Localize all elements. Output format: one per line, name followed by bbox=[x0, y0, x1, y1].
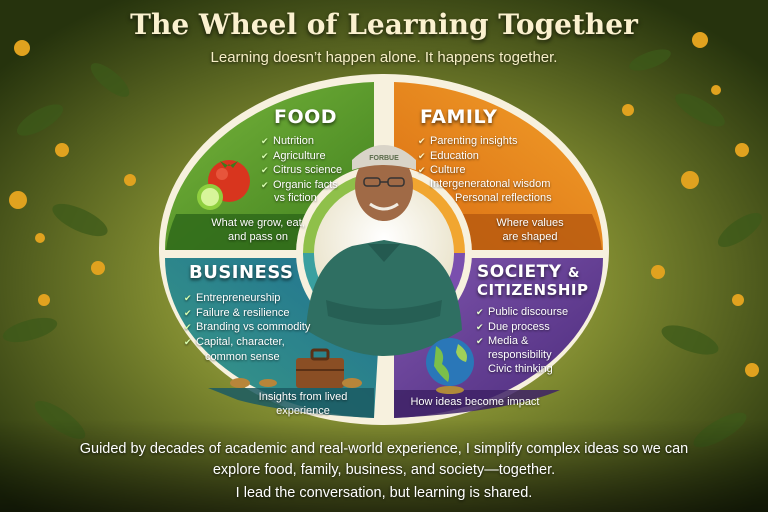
society-item: ✔ Due process bbox=[476, 320, 568, 335]
check-icon: ✔ bbox=[184, 307, 192, 318]
check-icon: ✔ bbox=[261, 136, 269, 146]
family-item: ✔ Education bbox=[418, 149, 517, 164]
footer-line-2: explore food, family, business, and soci… bbox=[212, 462, 556, 478]
society-item-label: Media & bbox=[488, 335, 529, 347]
society-ampersand: & bbox=[567, 266, 580, 281]
check-icon: ✔ bbox=[184, 322, 192, 332]
family-item-intergenerational: Intergeneratonal wisdom bbox=[430, 178, 551, 190]
cap-logo-text: FORBUE bbox=[369, 155, 399, 162]
briefcase-icon bbox=[296, 348, 344, 388]
society-item-civic: Civic thinking bbox=[488, 363, 553, 375]
family-list: ✔ Parenting insights ✔ Education ✔ Culture bbox=[418, 134, 517, 178]
family-item-label: Education bbox=[430, 149, 479, 162]
page-subtitle: Learning doesn’t happen alone. It happen… bbox=[210, 49, 558, 66]
check-icon: ✔ bbox=[184, 293, 192, 303]
society-list: ✔ Public discourse ✔ Due process ✔ Media & bbox=[476, 305, 568, 349]
family-item-personal: Personal reflections bbox=[455, 192, 552, 204]
food-item: ✔ Nutrition bbox=[261, 134, 342, 149]
check-icon: ✔ bbox=[261, 150, 269, 161]
check-icon: ✔ bbox=[476, 307, 484, 317]
business-item: ✔ Branding vs commodity bbox=[184, 320, 310, 335]
footer-line-3: I lead the conversation, but learning is… bbox=[235, 485, 533, 501]
family-item: ✔ Parenting insights bbox=[418, 134, 517, 149]
food-caption: What we grow, eat, and pass on bbox=[211, 217, 305, 243]
check-icon: ✔ bbox=[476, 321, 484, 332]
society-item-label: Due process bbox=[488, 320, 550, 333]
food-item-label: Citrus science bbox=[273, 164, 343, 176]
family-item-label: Culture bbox=[430, 164, 466, 176]
business-title: BUSINESS bbox=[189, 262, 294, 283]
business-item-label: Capital, character, bbox=[196, 335, 285, 348]
presenter-portrait: FORBUE bbox=[306, 145, 462, 356]
society-item: ✔ Media & bbox=[476, 334, 568, 349]
business-item-label: Failure & resilience bbox=[196, 306, 290, 319]
business-list: ✔ Entrepreneurship ✔ Failure & resilience ✔ B… bbox=[184, 291, 310, 349]
food-list: ✔ Nutrition ✔ Agriculture ✔ Citrus science ✔ Or… bbox=[261, 134, 342, 192]
check-icon: ✔ bbox=[418, 150, 426, 161]
check-icon: ✔ bbox=[476, 336, 484, 346]
family-item-label: Parenting insights bbox=[430, 135, 518, 147]
check-icon: ✔ bbox=[261, 179, 269, 190]
food-item-label: Organic facts bbox=[273, 178, 338, 191]
globe-icon bbox=[426, 338, 474, 394]
food-item-label: Agriculture bbox=[273, 149, 326, 162]
society-item-responsibility: responsibility bbox=[488, 349, 552, 361]
society-caption: How ideas become impact bbox=[410, 396, 540, 408]
lime-icon bbox=[197, 184, 223, 210]
food-item-label: Nutrition bbox=[273, 135, 314, 147]
society-item: ✔ Public discourse bbox=[476, 305, 568, 320]
society-title-line2: CITIZENSHIP bbox=[477, 281, 589, 299]
footer-line-1: Guided by decades of academic and real-w… bbox=[79, 441, 689, 457]
business-item: ✔ Failure & resilience bbox=[184, 306, 310, 321]
food-item: ✔ Citrus science bbox=[261, 163, 342, 178]
family-title: FAMILY bbox=[420, 106, 498, 128]
check-icon: ✔ bbox=[418, 165, 426, 175]
check-icon: ✔ bbox=[418, 136, 426, 146]
food-title: FOOD bbox=[274, 106, 338, 128]
business-item: ✔ Capital, character, bbox=[184, 335, 310, 350]
society-item-label: Public discourse bbox=[488, 306, 569, 318]
check-icon: ✔ bbox=[261, 165, 269, 175]
food-item-continued: vs fiction bbox=[274, 192, 317, 204]
business-item-label: Entrepreneurship bbox=[196, 292, 281, 304]
check-icon: ✔ bbox=[184, 336, 192, 347]
family-caption: Where values are shaped bbox=[496, 217, 564, 243]
business-item-continued: common sense bbox=[205, 351, 280, 363]
page-title: The Wheel of Learning Together bbox=[130, 8, 638, 41]
food-item: ✔ Agriculture bbox=[261, 149, 342, 164]
food-item: ✔ Organic facts bbox=[261, 178, 342, 193]
society-title: SOCIETY & bbox=[477, 262, 580, 282]
business-item-label: Branding vs commodity bbox=[196, 321, 311, 333]
business-item: ✔ Entrepreneurship bbox=[184, 291, 310, 306]
family-item: ✔ Culture bbox=[418, 163, 517, 178]
business-caption: Insights from lived experience bbox=[258, 391, 348, 417]
